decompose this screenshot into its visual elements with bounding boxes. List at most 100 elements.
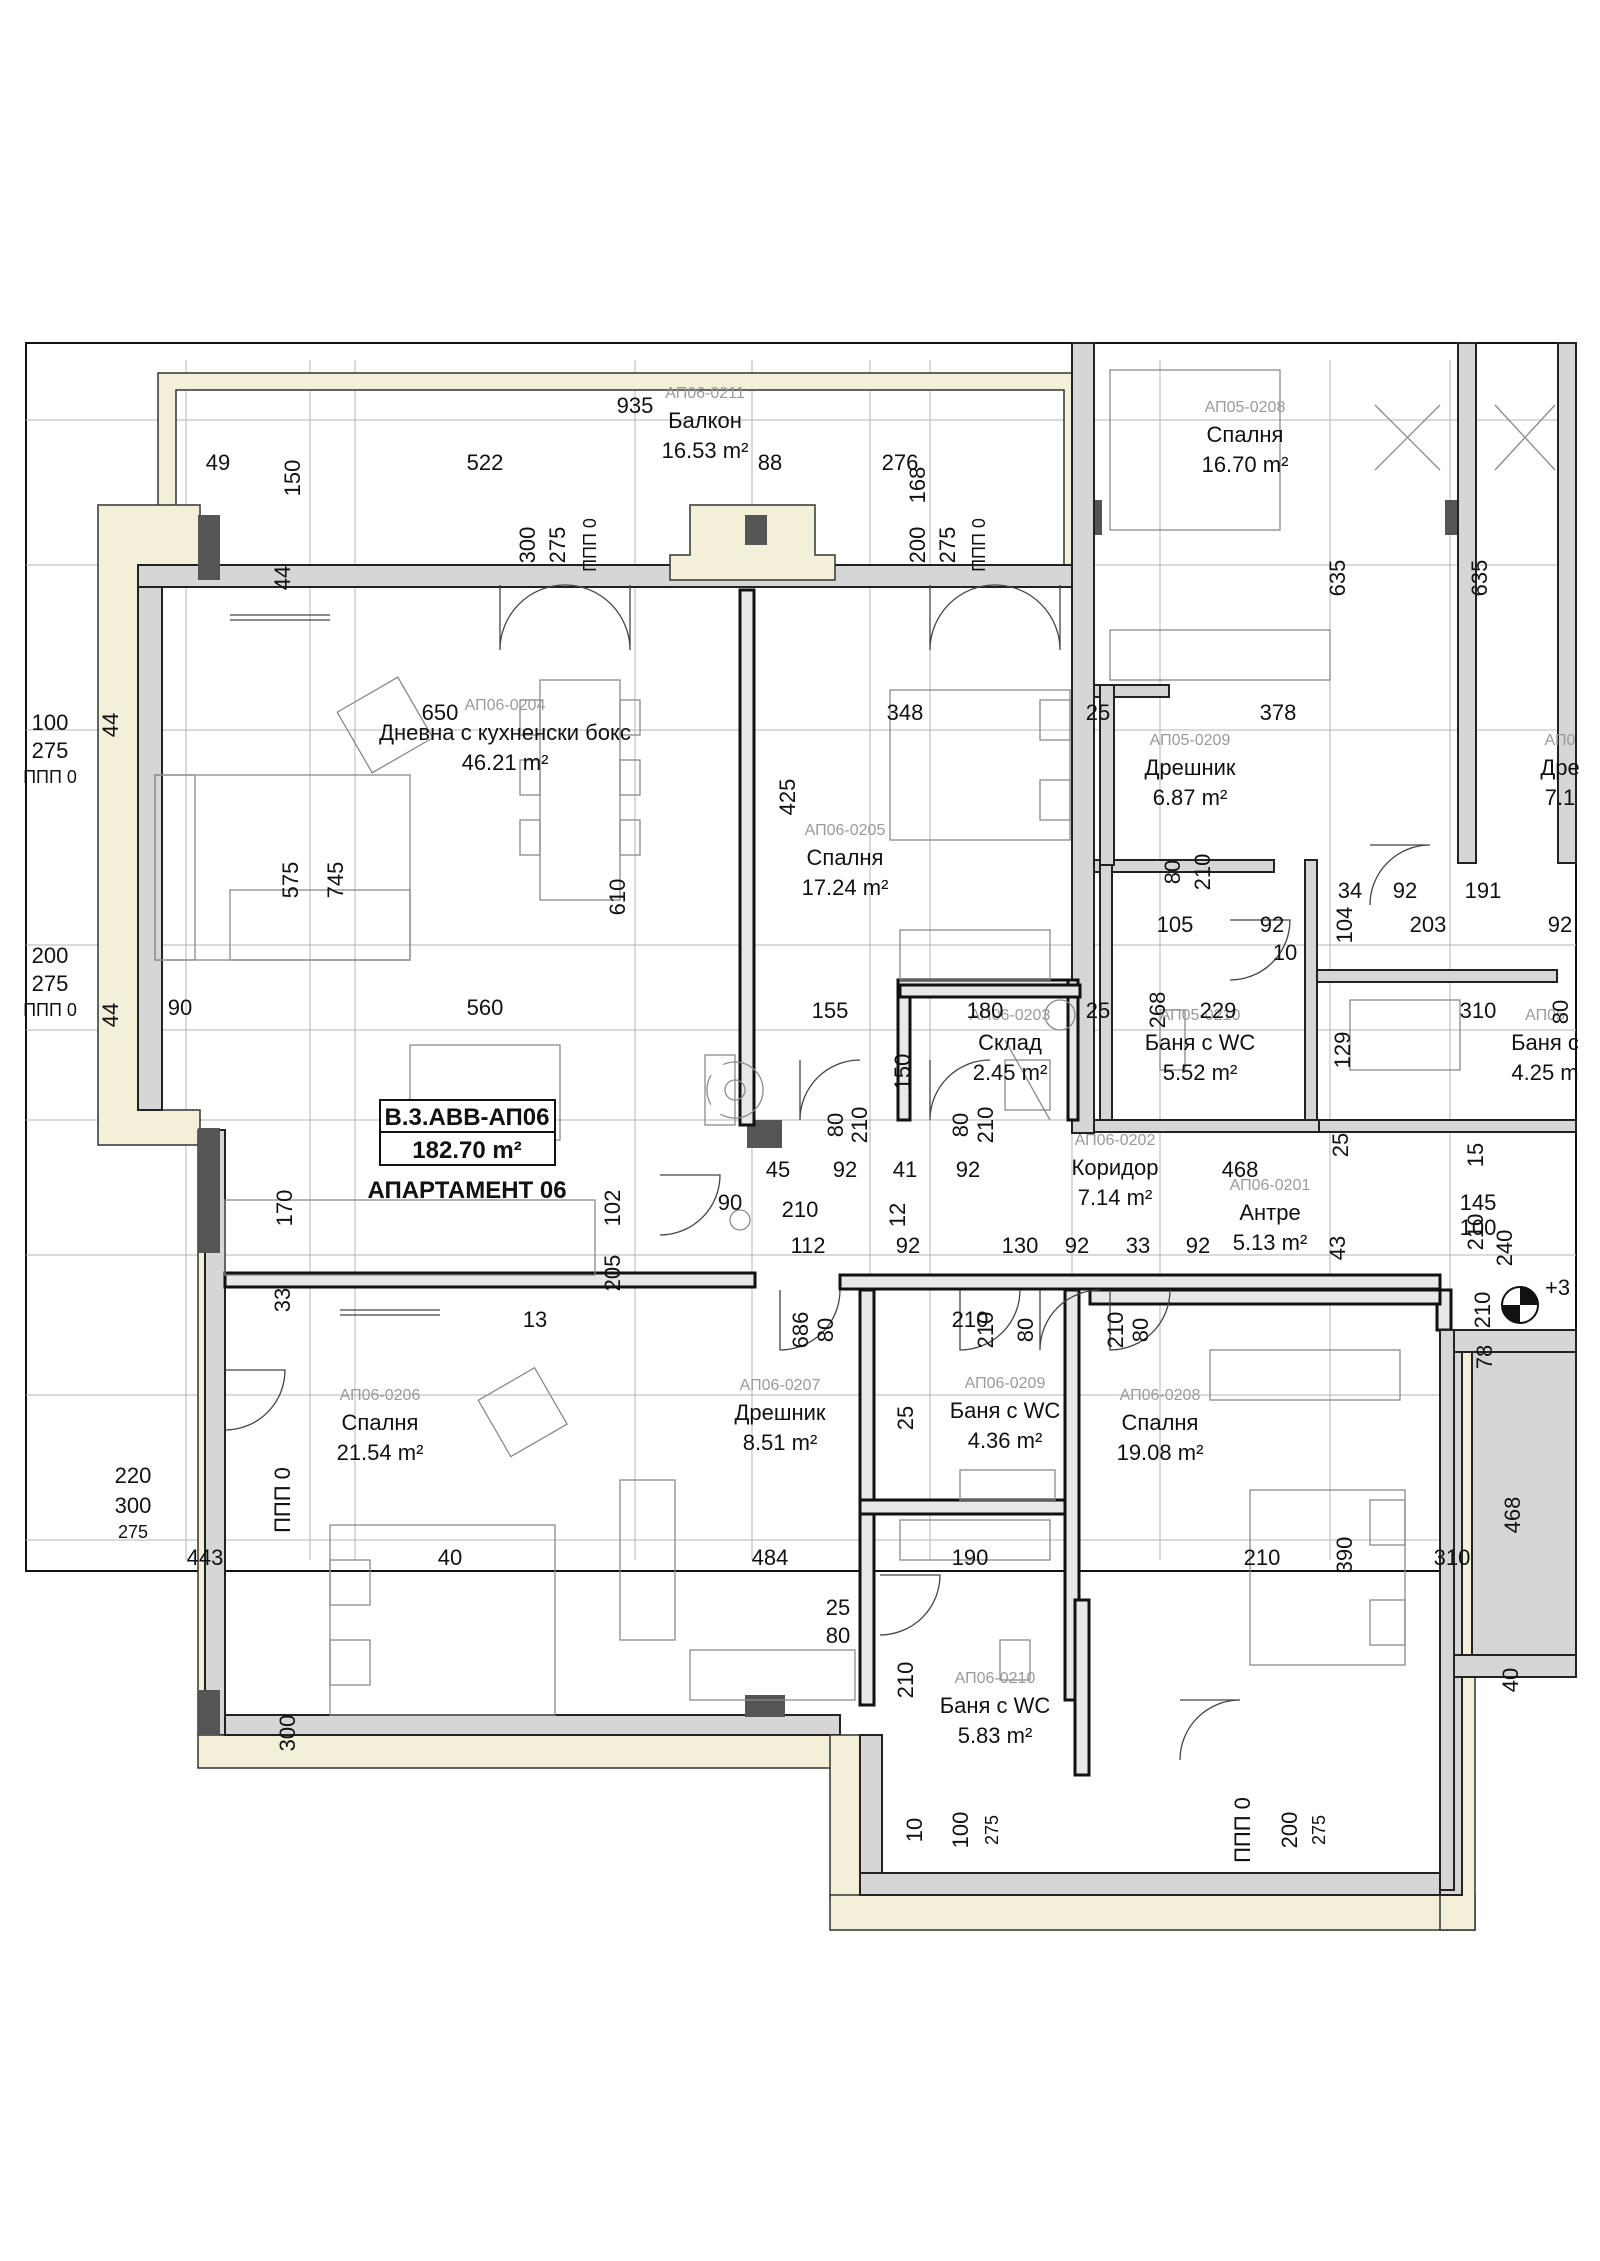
dimension-label: 190 [952, 1545, 989, 1570]
dimension-label: 210 [1244, 1545, 1281, 1570]
room-name: Спалня [1122, 1410, 1199, 1435]
dimension-label: ППП 0 [580, 518, 600, 572]
room-code: АП06-0202 [1075, 1132, 1156, 1149]
dimension-label: 80 [826, 1623, 850, 1648]
dimension-label: ППП 0 [1230, 1797, 1255, 1863]
dimension-label: 522 [467, 450, 504, 475]
room-area: 5.13 m² [1233, 1230, 1308, 1255]
dimension-label: 468 [1222, 1157, 1259, 1182]
room-area: 16.53 m² [662, 438, 749, 463]
dimension-label: 10 [902, 1818, 927, 1842]
dimension-label: 145 [1460, 1190, 1497, 1215]
dimension-label: 275 [1309, 1815, 1329, 1845]
dimension-label: 80 [1128, 1318, 1153, 1342]
dimension-label: 25 [1328, 1133, 1353, 1157]
room-name: Дневна с кухненски бокс [379, 720, 631, 745]
dimension-label: 425 [775, 779, 800, 816]
apartment-area: 182.70 m² [412, 1137, 521, 1164]
room-name: Спалня [1207, 422, 1284, 447]
dimension-label: 210 [782, 1197, 819, 1222]
dimension-label: ППП 0 [270, 1467, 295, 1533]
dimension-label: 92 [1186, 1233, 1210, 1258]
dimension-label: 150 [280, 460, 305, 497]
dimension-label: 80 [1548, 1000, 1573, 1024]
apartment-label: В.3.АВВ-АП06 182.70 m² АПАРТАМЕНТ 06 [367, 1099, 567, 1204]
dimension-label: 686 [788, 1312, 813, 1349]
dimension-label: 100 [32, 710, 69, 735]
dimension-label: 78 [1472, 1345, 1497, 1369]
dimension-label: 100 [948, 1812, 973, 1849]
dimension-label: 170 [272, 1190, 297, 1227]
room-name: Баня с WC [940, 1693, 1051, 1718]
dimension-label: 92 [833, 1157, 857, 1182]
dimension-label: 90 [168, 995, 192, 1020]
room-area: 16.70 m² [1202, 452, 1289, 477]
dimension-label: 635 [1467, 560, 1492, 597]
dimension-label: 80 [948, 1113, 973, 1137]
dimension-label: 200 [32, 943, 69, 968]
room-name: Дрешник [734, 1400, 825, 1425]
dimension-label: 90 [718, 1190, 742, 1215]
dimension-label: 210 [973, 1107, 998, 1144]
dimension-label: 200 [1277, 1812, 1302, 1849]
dimension-label: 378 [1260, 700, 1297, 725]
dimension-label: 10 [1273, 940, 1297, 965]
dimension-label: 25 [1086, 998, 1110, 1023]
dimension-label: 210 [893, 1662, 918, 1699]
dimension-label: ППП 0 [969, 518, 989, 572]
room-area: 8.51 m² [743, 1430, 818, 1455]
dimension-label: 100 [1460, 1215, 1497, 1240]
room-code: АП05-0209 [1150, 732, 1231, 749]
dimension-label: 205 [600, 1255, 625, 1292]
dimension-label: 43 [1325, 1236, 1350, 1260]
room-area: 5.52 m² [1163, 1060, 1238, 1085]
dimension-label: 210 [1463, 1214, 1488, 1251]
room-code: АП06-0207 [740, 1377, 821, 1394]
dimension-label: 210 [973, 1312, 998, 1349]
furniture [154, 369, 1556, 1716]
dimension-label: 44 [98, 1003, 123, 1027]
room-name: Баня с WC [1145, 1030, 1256, 1055]
dimension-label: 203 [1410, 912, 1447, 937]
dimension-label: 40 [438, 1545, 462, 1570]
room-code: АП06-0206 [340, 1387, 421, 1404]
dimension-label: 92 [956, 1157, 980, 1182]
room-name: Спалня [342, 1410, 419, 1435]
doors [224, 584, 1431, 1761]
dimension-label: 191 [1465, 878, 1502, 903]
dimension-label: 310 [1460, 998, 1497, 1023]
interior-walls [223, 588, 1577, 1891]
dimension-label: 200 [905, 527, 930, 564]
dimension-label: 92 [1393, 878, 1417, 903]
dimension-label: 15 [1463, 1143, 1488, 1167]
dimension-label: 80 [823, 1113, 848, 1137]
dimension-label: 92 [1260, 912, 1284, 937]
dimension-label: 45 [766, 1157, 790, 1182]
dimension-label: 610 [605, 879, 630, 916]
dimension-label: 635 [1325, 560, 1350, 597]
dimension-label: 41 [893, 1157, 917, 1182]
dimension-label: 25 [893, 1406, 918, 1430]
room-code: АП06-0205 [805, 822, 886, 839]
dimension-label: 40 [1498, 1668, 1523, 1692]
dimension-label: 275 [935, 527, 960, 564]
dimension-label: 240 [1492, 1230, 1517, 1267]
dimension-label: 300 [115, 1493, 152, 1518]
dimension-label: 348 [887, 700, 924, 725]
room-area: 2.45 m² [973, 1060, 1048, 1085]
dimension-label: 34 [1338, 878, 1362, 903]
level-marker-label: +3 [1545, 1275, 1570, 1300]
dimension-label: 468 [1500, 1497, 1525, 1534]
dimension-label: 80 [1160, 860, 1185, 884]
dimension-label: 25 [826, 1595, 850, 1620]
room-name: Спалня [807, 845, 884, 870]
dimension-label: ППП 0 [23, 1000, 77, 1020]
dimension-label: 12 [885, 1203, 910, 1227]
dimension-label: 92 [1548, 912, 1572, 937]
dimension-label: 300 [275, 1715, 300, 1752]
exterior-walls [97, 342, 1577, 1931]
dimension-label: 210 [847, 1107, 872, 1144]
room-area: 7.14 m² [1078, 1185, 1153, 1210]
